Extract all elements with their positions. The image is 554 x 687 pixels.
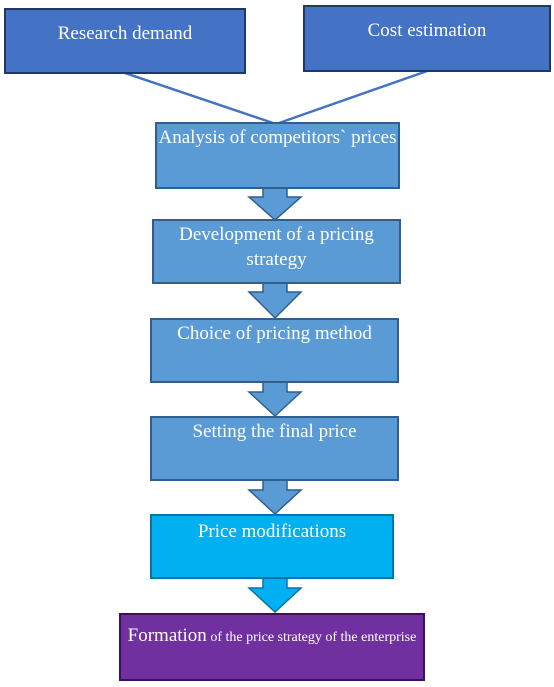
analysis-competitors-prices-label: Analysis of competitors` prices: [158, 127, 397, 148]
development-pricing-strategy-label: Development of a pricing strategy: [179, 224, 374, 270]
formation-rest-text: of the price strategy of the enterprise: [206, 630, 417, 645]
cost-estimation-label: Cost estimation: [367, 20, 487, 41]
choice-pricing-method-box: Choice of pricing method: [150, 318, 399, 383]
formation-price-strategy-label: Formation of the price strategy of the e…: [128, 623, 417, 649]
price-modifications-label: Price modifications: [197, 521, 347, 542]
down-arrow-5: [247, 577, 303, 614]
formation-lead-text: Formation: [127, 625, 207, 646]
research-demand-box: Research demand: [4, 8, 246, 74]
research-demand-label: Research demand: [57, 23, 193, 44]
connector-cost-to-analysis: [278, 68, 431, 125]
analysis-competitors-prices-box: Analysis of competitors` prices: [155, 122, 400, 189]
setting-final-price-box: Setting the final price: [150, 416, 399, 481]
down-arrow-4: [247, 479, 303, 516]
connector-research-to-analysis: [121, 70, 274, 125]
formation-price-strategy-box: Formation of the price strategy of the e…: [119, 613, 425, 681]
setting-final-price-label: Setting the final price: [192, 421, 357, 442]
choice-pricing-method-label: Choice of pricing method: [177, 323, 372, 344]
development-pricing-strategy-box: Development of a pricing strategy: [152, 219, 401, 284]
down-arrow-2: [247, 282, 303, 320]
down-arrow-3: [247, 381, 303, 418]
cost-estimation-box: Cost estimation: [303, 5, 551, 72]
price-modifications-box: Price modifications: [150, 514, 394, 579]
down-arrow-1: [247, 187, 303, 222]
